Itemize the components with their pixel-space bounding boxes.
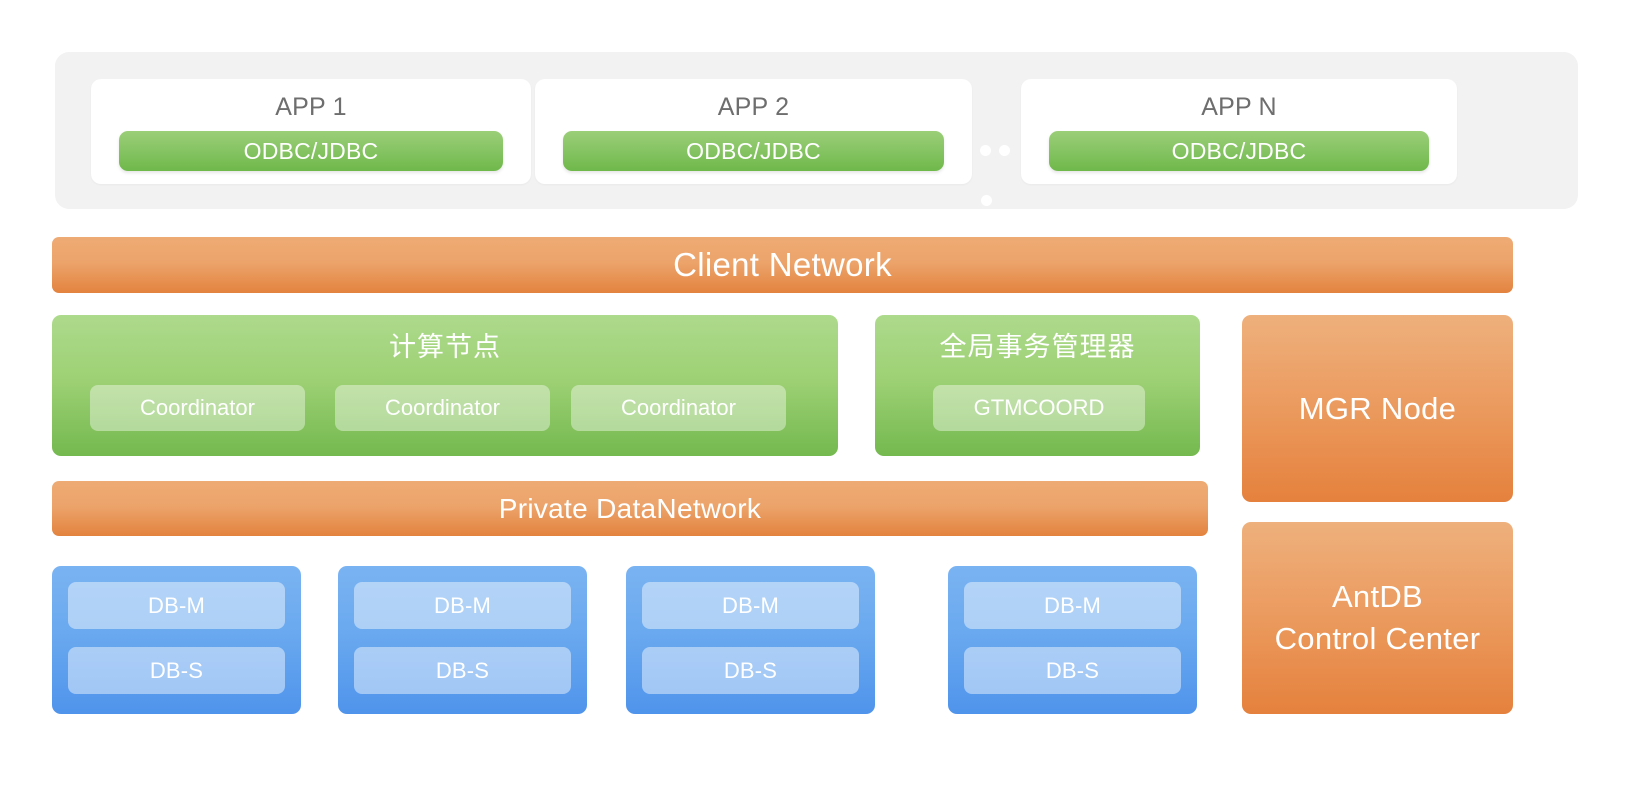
- db-group-1: DB-M DB-S: [52, 566, 301, 714]
- coordinator-node-2[interactable]: Coordinator: [335, 385, 550, 431]
- antdb-control-center-panel: AntDB Control Center: [1242, 522, 1513, 714]
- app-card-title: APP 2: [717, 93, 790, 121]
- db-master-node[interactable]: DB-M: [354, 582, 571, 629]
- db-slave-node[interactable]: DB-S: [964, 647, 1181, 694]
- app-card-1[interactable]: APP 1 ODBC/JDBC: [91, 79, 531, 184]
- app-card-title: APP 1: [275, 93, 347, 121]
- app-card-n[interactable]: APP N ODBC/JDBC: [1021, 79, 1457, 184]
- private-datanetwork-bar: Private DataNetwork: [52, 481, 1208, 536]
- antdb-control-center-label: AntDB Control Center: [1275, 576, 1481, 660]
- compute-node-panel: 计算节点 Coordinator Coordinator Coordinator: [52, 315, 838, 456]
- app-card-2[interactable]: APP 2 ODBC/JDBC: [535, 79, 972, 184]
- db-master-node[interactable]: DB-M: [964, 582, 1181, 629]
- db-group-4: DB-M DB-S: [948, 566, 1197, 714]
- db-slave-node[interactable]: DB-S: [354, 647, 571, 694]
- client-network-bar: Client Network: [52, 237, 1513, 293]
- global-transaction-manager-panel: 全局事务管理器 GTMCOORD: [875, 315, 1200, 456]
- ellipsis-dot: [999, 145, 1010, 156]
- db-master-node[interactable]: DB-M: [68, 582, 285, 629]
- odbc-jdbc-connector[interactable]: ODBC/JDBC: [1049, 131, 1429, 171]
- ellipsis-dot: [980, 145, 991, 156]
- db-group-2: DB-M DB-S: [338, 566, 587, 714]
- mgr-node-panel: MGR Node: [1242, 315, 1513, 502]
- db-slave-node[interactable]: DB-S: [642, 647, 859, 694]
- gtmcoord-node[interactable]: GTMCOORD: [933, 385, 1145, 431]
- application-band: APP 1 ODBC/JDBC APP 2 ODBC/JDBC APP N OD…: [55, 52, 1578, 209]
- ellipsis-dot-lower: [981, 195, 992, 206]
- db-master-node[interactable]: DB-M: [642, 582, 859, 629]
- app-card-title: APP N: [1201, 93, 1277, 121]
- gtm-title: 全局事务管理器: [939, 332, 1136, 362]
- ellipsis-dots-icon: [980, 145, 1020, 157]
- db-slave-node[interactable]: DB-S: [68, 647, 285, 694]
- coordinator-node-3[interactable]: Coordinator: [571, 385, 786, 431]
- antdb-label-line1: AntDB: [1331, 579, 1424, 614]
- compute-node-title: 计算节点: [389, 332, 501, 362]
- db-group-3: DB-M DB-S: [626, 566, 875, 714]
- antdb-label-line2: Control Center: [1274, 621, 1481, 656]
- coordinator-node-1[interactable]: Coordinator: [90, 385, 305, 431]
- odbc-jdbc-connector[interactable]: ODBC/JDBC: [563, 131, 944, 171]
- odbc-jdbc-connector[interactable]: ODBC/JDBC: [119, 131, 503, 171]
